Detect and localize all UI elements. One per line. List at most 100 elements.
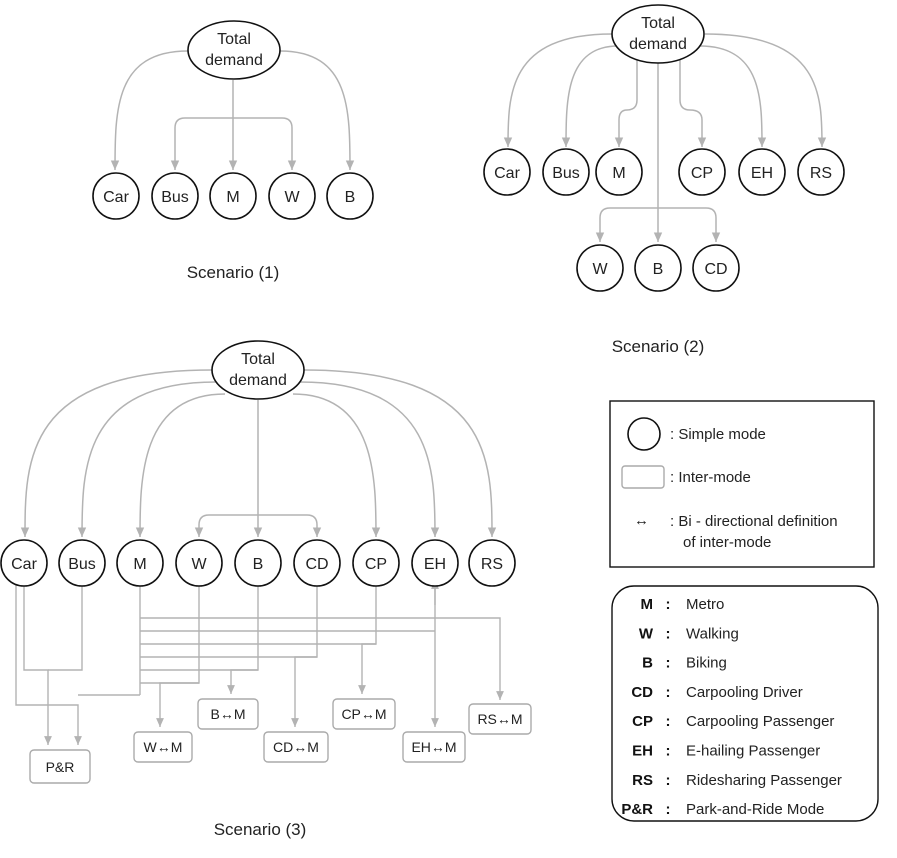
s3-edge-m bbox=[135, 393, 226, 538]
s1-total-demand-line1: Total bbox=[217, 31, 251, 48]
s2-edge-m bbox=[614, 60, 638, 147]
s3-intermode-w-m-label: W↔M bbox=[144, 739, 183, 755]
abbr-colon-cp: : bbox=[666, 713, 671, 730]
abbr-value-rs: Ridesharing Passenger bbox=[686, 772, 842, 789]
s3-mode-car-label: Car bbox=[11, 556, 37, 573]
s2-mode-car-label: Car bbox=[494, 165, 520, 182]
s2-total-demand-line2: demand bbox=[629, 36, 687, 53]
s3-wire-w bbox=[156, 580, 200, 727]
legend-simple-mode-icon bbox=[627, 417, 661, 451]
s3-mode-rs: RS bbox=[468, 539, 516, 587]
s3-wire-car-outer bbox=[15, 578, 82, 745]
s3-edge-car bbox=[20, 369, 213, 538]
s1-mode-w-label: W bbox=[284, 189, 300, 206]
abbr-colon-m: : bbox=[666, 596, 671, 613]
s3-edge-eh bbox=[299, 381, 440, 538]
s3-mode-eh-label: EH bbox=[424, 556, 446, 573]
abbr-key-eh: EH bbox=[632, 743, 653, 760]
s3-mode-cd-label: CD bbox=[305, 556, 328, 573]
s1-mode-car: Car bbox=[92, 172, 140, 220]
s3-mode-w: W bbox=[175, 539, 223, 587]
abbr-value-m: Metro bbox=[686, 596, 724, 613]
s3-wire-car-inner bbox=[23, 580, 52, 745]
s3-intermode-pr: P&R bbox=[29, 749, 91, 784]
abbr-key-cp: CP bbox=[632, 713, 653, 730]
s3-mode-bus-label: Bus bbox=[68, 556, 96, 573]
s3-wire-cp bbox=[358, 580, 377, 694]
s3-mode-cp: CP bbox=[352, 539, 400, 587]
abbr-key-cd: CD bbox=[631, 684, 653, 701]
s3-mode-m: M bbox=[116, 539, 164, 587]
s3-mode-cd: CD bbox=[293, 539, 341, 587]
s3-intermode-cp-m: CP↔M bbox=[332, 698, 396, 730]
s3-intermode-cd-m-label: CD↔M bbox=[273, 739, 319, 755]
s2-total-demand-line1: Total bbox=[641, 15, 675, 32]
s2-mode-w-label: W bbox=[592, 261, 608, 278]
s3-mode-b-label: B bbox=[253, 556, 264, 573]
scenario-2: Total demand Car Bus M CP EH RS W B CD S… bbox=[483, 4, 845, 356]
s2-mode-car: Car bbox=[483, 148, 531, 196]
s1-mode-bus: Bus bbox=[151, 172, 199, 220]
s2-mode-cd: CD bbox=[692, 244, 740, 292]
s2-mode-bus: Bus bbox=[542, 148, 590, 196]
s2-mode-m-label: M bbox=[612, 165, 625, 182]
abbr-key-rs: RS bbox=[632, 772, 653, 789]
legend-inter-mode-label: : Inter-mode bbox=[670, 469, 751, 486]
s3-edge-w bbox=[194, 514, 258, 537]
abbr-key-b: B bbox=[642, 655, 653, 672]
s3-intermode-eh-m-label: EH↔M bbox=[411, 739, 456, 755]
s3-intermode-b-m: B↔M bbox=[197, 698, 259, 730]
s3-caption: Scenario (3) bbox=[214, 820, 307, 839]
abbr-key-pr: P&R bbox=[621, 801, 653, 818]
s1-total-demand-node bbox=[187, 20, 281, 80]
s2-mode-rs-label: RS bbox=[810, 165, 832, 182]
abbr-key-w: W bbox=[639, 625, 654, 642]
s3-mode-car: Car bbox=[0, 539, 48, 587]
s1-mode-b: B bbox=[326, 172, 374, 220]
s3-mode-w-label: W bbox=[191, 556, 207, 573]
s3-wire-bus bbox=[48, 580, 83, 671]
s3-mode-eh: EH bbox=[411, 539, 459, 587]
s2-edge-bus bbox=[561, 45, 619, 148]
s2-mode-rs: RS bbox=[797, 148, 845, 196]
s3-total-demand-node bbox=[211, 340, 305, 400]
s3-intermode-pr-label: P&R bbox=[46, 759, 75, 775]
s2-mode-eh: EH bbox=[738, 148, 786, 196]
s2-mode-b: B bbox=[634, 244, 682, 292]
legend-simple-mode-label: : Simple mode bbox=[670, 426, 766, 443]
s3-wire-m-rs bbox=[140, 617, 504, 700]
s2-mode-eh-label: EH bbox=[751, 165, 773, 182]
s1-edge-w bbox=[233, 117, 297, 170]
s3-mode-bus: Bus bbox=[58, 539, 106, 587]
legend-bidirectional-line1: : Bi - directional definition bbox=[670, 513, 838, 530]
s1-total-demand-line2: demand bbox=[205, 52, 263, 69]
abbr-colon-b: : bbox=[666, 655, 671, 672]
s2-edge-eh bbox=[699, 45, 767, 148]
s3-edge-cp bbox=[292, 393, 381, 538]
abbr-colon-w: : bbox=[666, 625, 671, 642]
abbr-value-b: Biking bbox=[686, 655, 727, 672]
legend-inter-mode-icon bbox=[621, 465, 665, 489]
s1-edge-car bbox=[110, 50, 189, 171]
abbr-key-m: M bbox=[641, 596, 654, 613]
s1-mode-m-label: M bbox=[226, 189, 239, 206]
s3-edge-bus bbox=[77, 381, 217, 538]
s3-intermode-rs-m-label: RS↔M bbox=[477, 711, 522, 727]
s3-mode-m-label: M bbox=[133, 556, 146, 573]
s1-mode-bus-label: Bus bbox=[161, 189, 189, 206]
s1-edge-b bbox=[279, 50, 355, 171]
s3-intermode-eh-m: EH↔M bbox=[402, 731, 466, 763]
legend-bidirectional-symbol: ↔ bbox=[634, 512, 649, 529]
s3-edge-rs bbox=[303, 369, 497, 538]
s1-mode-car-label: Car bbox=[103, 189, 129, 206]
s2-edge-w bbox=[595, 207, 658, 242]
s2-mode-cp-label: CP bbox=[691, 165, 713, 182]
s2-mode-bus-label: Bus bbox=[552, 165, 580, 182]
legend-bidirectional-line2: of inter-mode bbox=[683, 534, 771, 551]
s3-intermode-b-m-label: B↔M bbox=[211, 706, 246, 722]
s3-mode-cp-label: CP bbox=[365, 556, 387, 573]
s2-edge-car bbox=[503, 33, 613, 148]
s3-intermode-cp-m-label: CP↔M bbox=[341, 706, 386, 722]
